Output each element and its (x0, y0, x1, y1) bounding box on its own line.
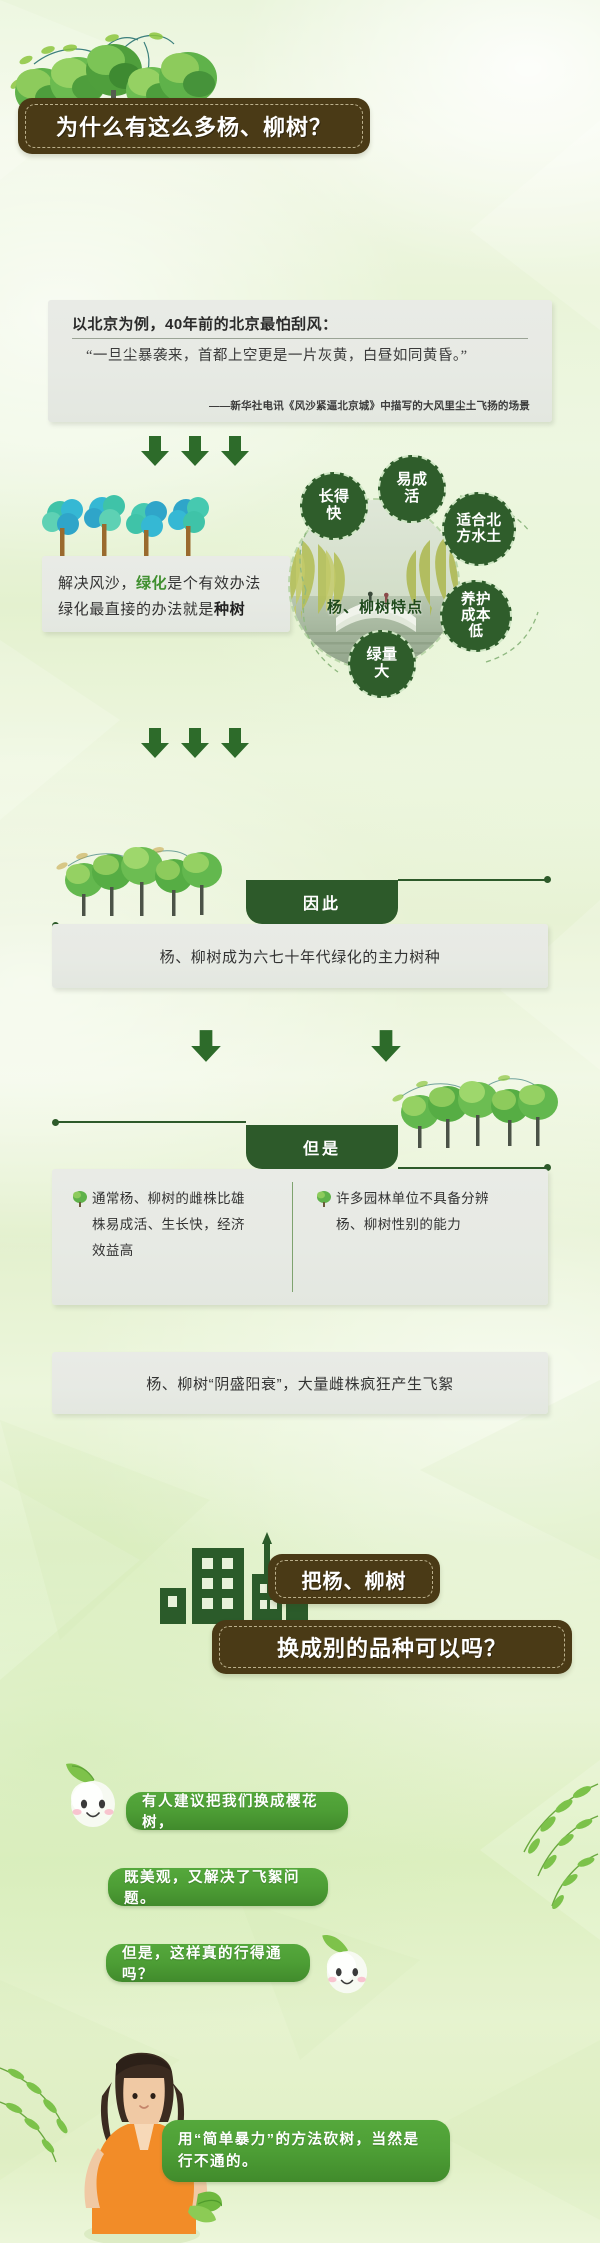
arrow-down-icon (371, 1030, 401, 1062)
however-line-dot-right (544, 1164, 551, 1171)
feature-bubble-2-label: 适合北方水土 (456, 512, 502, 545)
therefore-ribbon-label: 因此 (302, 896, 341, 913)
arrow-down-icon (221, 436, 249, 466)
catkin-mascot-icon (322, 1935, 368, 1994)
however-bullet-1: 许多园林单位不具备分辨杨、柳树性别的能力 (336, 1191, 489, 1232)
title-banner: 为什么有这么多杨、柳树？ (18, 98, 370, 154)
solution-line1-highlight: 绿化 (136, 575, 168, 592)
quote-attribution: ——新华社电讯《风沙紧逼北京城》中描写的大风里尘土飞扬的场景 (209, 400, 530, 412)
woman-illustration-icon (84, 2052, 222, 2243)
speech-bubble-0-text: 有人建议把我们换成樱花树， (142, 1794, 318, 1831)
feature-center-label: 杨、柳树特点 (326, 599, 423, 616)
page-title: 为什么有这么多杨、柳树？ (55, 115, 332, 140)
quote-heading: 以北京为例，40年前的北京最怕刮风： (72, 316, 338, 333)
tree-icon (73, 1191, 87, 1207)
arrow-down-icon (221, 728, 249, 758)
however-card (52, 1169, 548, 1305)
speech-bubble-1-text: 既美观，又解决了飞絮问题。 (124, 1870, 300, 1907)
feature-bubble-1-label: 易成活 (396, 471, 428, 505)
tree-row-top (10, 32, 217, 133)
solution-card (42, 556, 290, 632)
conclusion-card (52, 1352, 548, 1414)
arrow-down-icon (191, 1030, 221, 1062)
feature-bubble-3-label: 养护成本低 (461, 591, 491, 641)
second-banner-text-1: 把杨、柳树 (301, 1570, 407, 1593)
however-line-left (57, 1121, 246, 1123)
solution-line2-bold: 种树 (214, 601, 246, 618)
tree-icon (317, 1191, 331, 1207)
speech-bubble-3: 用“简单暴力”的方法砍树，当然是行不通的。 (162, 2120, 450, 2182)
willow-branch-icon (523, 1783, 599, 1910)
solution-line1-pre: 解决风沙， (58, 575, 137, 592)
second-banner-line-2: 换成别的品种可以吗？ (212, 1620, 572, 1674)
feature-bubble-3: 养护成本低 (440, 580, 512, 652)
speech-bubble-2-text: 但是，这样真的行得通吗？ (122, 1946, 282, 1983)
feature-bubble-0-label: 长得快 (318, 488, 350, 522)
speech-bubble-2: 但是，这样真的行得通吗？ (106, 1944, 310, 1983)
feature-bubble-0: 长得快 (300, 472, 368, 540)
speech-bubble-3-text: 用“简单暴力”的方法砍树，当然是行不通的。 (178, 2132, 420, 2170)
however-ribbon: 但是 (246, 1125, 398, 1169)
quote-card (48, 300, 552, 422)
city-skyline-icon (160, 1532, 308, 1624)
solution-line2-pre: 绿化最直接的办法就是 (58, 601, 215, 618)
arrow-down-icon (181, 728, 209, 758)
arrow-down-icon (141, 728, 169, 758)
however-line-dot-left (52, 1119, 59, 1126)
therefore-text: 杨、柳树成为六七十年代绿化的主力树种 (159, 949, 441, 966)
arrow-down-icon (141, 436, 169, 466)
however-ribbon-label: 但是 (302, 1141, 341, 1158)
tree-row-therefore (56, 847, 222, 916)
solution-line-1: 解决风沙，绿化是个有效办法 (58, 572, 298, 593)
however-line-right (398, 1167, 548, 1169)
feature-bubble-1: 易成活 (378, 455, 446, 523)
conclusion-text: 杨、柳树“阴盛阳衰”，大量雌株疯狂产生飞絮 (146, 1376, 454, 1393)
second-banner-line-1: 把杨、柳树 (268, 1554, 440, 1604)
bubble-connectors (299, 495, 539, 673)
ribbon-line-right (398, 879, 548, 881)
therefore-card (52, 924, 548, 988)
second-banner-text-2: 换成别的品种可以吗？ (276, 1636, 507, 1661)
ribbon-line-dot-right (544, 876, 551, 883)
feature-bubble-2: 适合北方水土 (442, 492, 516, 566)
feature-bubble-4-label: 绿量大 (366, 646, 398, 680)
willow-branch-icon (0, 2067, 68, 2163)
therefore-ribbon: 因此 (246, 880, 398, 924)
tree-row-however (392, 1075, 558, 1148)
quote-divider (72, 338, 528, 339)
however-bullet-0: 通常杨、柳树的雌株比雄株易成活、生长快，经济效益高 (92, 1191, 245, 1258)
catkin-mascot-icon (66, 1763, 115, 1827)
quote-body: “一旦尘暴袭来，首都上空更是一片灰黄，白昼如同黄昏。” (86, 348, 468, 364)
arrow-down-icon (181, 436, 209, 466)
solution-line1-post: 是个有效办法 (167, 575, 261, 592)
solution-line-2: 绿化最直接的办法就是种树 (58, 598, 298, 619)
feature-bubble-4: 绿量大 (348, 630, 416, 698)
speech-bubble-1: 既美观，又解决了飞絮问题。 (108, 1868, 328, 1907)
speech-bubble-0: 有人建议把我们换成樱花树， (126, 1792, 348, 1831)
bullet-divider (292, 1182, 293, 1292)
